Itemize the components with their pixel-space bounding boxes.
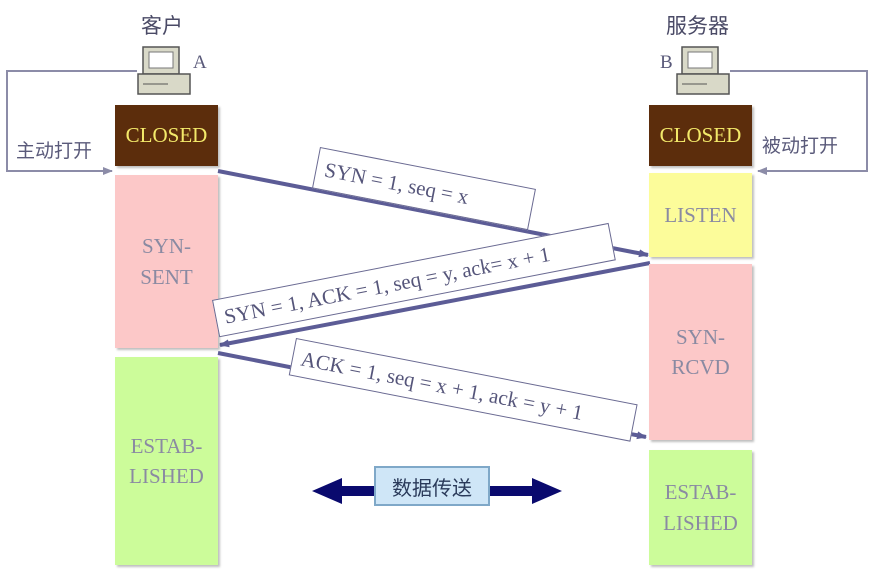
client-state-established: ESTAB- LISHED xyxy=(115,357,218,565)
server-state-established: ESTAB- LISHED xyxy=(649,450,752,565)
client-state-syn-sent: SYN- SENT xyxy=(115,175,218,348)
syn-ack-arrow xyxy=(219,261,651,348)
active-open-label: 主动打开 xyxy=(16,140,93,162)
server-title: 服务器 xyxy=(666,14,729,38)
server-state-listen: LISTEN xyxy=(649,173,752,257)
passive-open-label: 被动打开 xyxy=(762,135,839,157)
data-transfer-label: 数据传送 xyxy=(374,466,490,506)
data-transfer-arrow xyxy=(312,478,562,504)
server-letter: B xyxy=(660,52,673,73)
client-title: 客户 xyxy=(141,14,183,38)
client-letter: A xyxy=(193,52,207,73)
server-state-closed: CLOSED xyxy=(649,105,752,166)
client-state-closed: CLOSED xyxy=(115,105,218,166)
passive-open-loop xyxy=(730,70,868,175)
server-computer-icon xyxy=(676,46,730,95)
active-open-loop xyxy=(6,70,137,175)
server-state-syn-rcvd: SYN- RCVD xyxy=(649,264,752,440)
client-computer-icon xyxy=(137,46,191,95)
